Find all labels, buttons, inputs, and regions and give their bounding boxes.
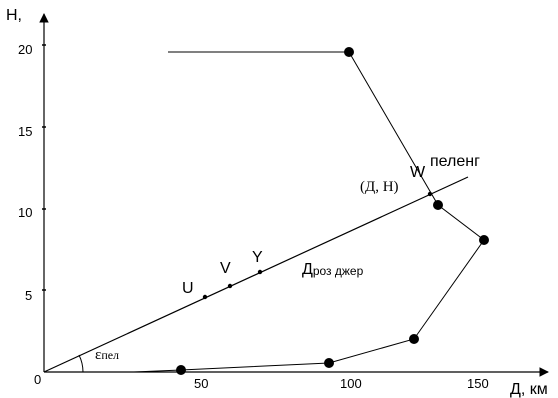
x-axis-title: Д, км (510, 381, 548, 398)
trajectory-group (133, 47, 489, 375)
y-tick-label-20: 20 (18, 42, 32, 57)
trajectory-point-5 (324, 358, 334, 368)
elevation-main: ε (95, 347, 101, 363)
point-u-label: U (182, 280, 194, 297)
trajectory-point-4 (409, 334, 419, 344)
bearing-line (43, 176, 469, 373)
y-tick-label-15: 15 (18, 124, 32, 139)
elevation-angle-arc (78, 354, 84, 373)
distance-label: Дроз джер (302, 261, 364, 278)
axes (39, 13, 549, 377)
bearing-group (43, 176, 469, 373)
elevation-sub: пел (101, 348, 119, 362)
point-v-dot (227, 283, 233, 289)
distance-sub: роз джер (313, 264, 364, 278)
point-y-dot (257, 269, 263, 275)
point-w-label: W (410, 164, 426, 181)
trajectory-line (133, 51, 485, 373)
y-tick-label-10: 10 (18, 205, 32, 220)
trajectory-point-6 (176, 365, 186, 375)
point-u-dot (202, 294, 208, 300)
distance-main: Д (302, 261, 313, 278)
elevation-label: εпел (95, 347, 119, 363)
x-tick-label-50: 50 (194, 376, 208, 391)
trajectory-point-2 (433, 200, 443, 210)
axis-labels: Н, Д, км 0 50 100 150 5 10 15 20 (6, 7, 548, 398)
x-tick-label-150: 150 (467, 376, 489, 391)
labels-group: пеленг (Д, Н) W U V Y Дроз джер εпел (95, 153, 480, 363)
y-tick-label-5: 5 (25, 288, 32, 303)
trajectory-point-1 (344, 47, 354, 57)
x-tick-label-100: 100 (340, 376, 362, 391)
origin-label: 0 (34, 372, 41, 387)
trajectory-point-3 (479, 235, 489, 245)
point-v-label: V (220, 260, 231, 277)
y-axis-title: Н, (6, 7, 22, 24)
point-dh-label: (Д, Н) (360, 179, 399, 195)
point-y-label: Y (252, 249, 263, 266)
bearing-label: пеленг (430, 153, 480, 170)
